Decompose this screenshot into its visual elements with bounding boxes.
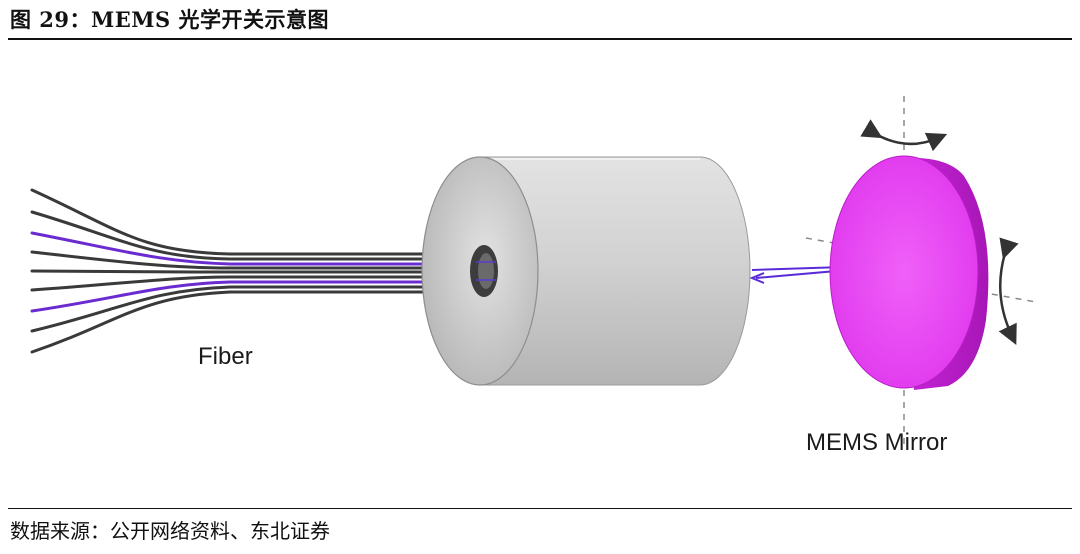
mirror-label: MEMS Mirror [806, 429, 947, 456]
mems-switch-diagram: Fiber MEMS Mirror [30, 96, 1037, 456]
rotation-arrows [860, 119, 1019, 346]
fiber-strand [30, 250, 482, 270]
fiber-strand [30, 290, 482, 354]
fiber-bundle [30, 188, 482, 354]
fiber-strand [30, 280, 482, 313]
fiber-strand [30, 231, 482, 266]
source-rule [8, 508, 1072, 509]
fiber-strand [30, 269, 482, 274]
fiber-strand [30, 188, 482, 256]
rotate-vertical-icon [998, 237, 1019, 346]
fiber-label: Fiber [198, 343, 253, 370]
beam-arrow-icon [749, 272, 765, 284]
figure-title: 图 29：MEMS 光学开关示意图 [10, 7, 330, 32]
mems-mirror [829, 155, 989, 390]
rotate-horizontal-icon [860, 119, 948, 152]
figure-source: 数据来源：公开网络资料、东北证券 [10, 519, 330, 543]
fiber-strand [30, 210, 482, 261]
fiber-strand [30, 285, 482, 333]
title-rule [8, 38, 1072, 40]
fiber-strand [30, 275, 482, 292]
collimator-cylinder [421, 156, 751, 386]
